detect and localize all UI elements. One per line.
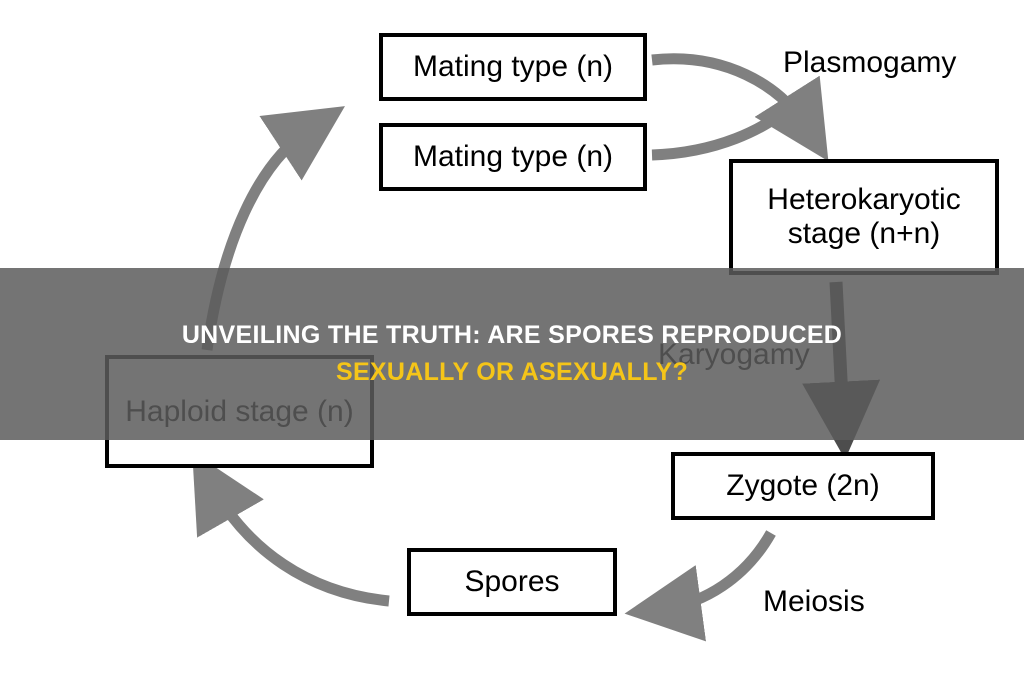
arrow-spores-to-haploid: [192, 451, 390, 607]
node-mating-type-1-label: Mating type (n): [412, 50, 614, 84]
arrow-zygote-to-spores: [624, 530, 776, 642]
node-zygote: Zygote (2n): [671, 452, 935, 520]
arrow-mating2-to-heterokaryotic: [651, 94, 804, 161]
node-spores-label: Spores: [464, 565, 560, 599]
node-zygote-label: Zygote (2n): [726, 469, 880, 503]
arrow-mating1-to-heterokaryotic: [651, 53, 829, 162]
node-spores: Spores: [407, 548, 617, 616]
label-plasmogamy: Plasmogamy: [783, 46, 957, 79]
node-mating-type-2-label: Mating type (n): [412, 140, 614, 174]
node-mating-type-2: Mating type (n): [379, 123, 647, 191]
node-mating-type-1: Mating type (n): [379, 33, 647, 101]
overlay-band: [0, 268, 1024, 440]
label-meiosis: Meiosis: [763, 585, 865, 618]
node-heterokaryotic-stage: Heterokaryotic stage (n+n): [729, 159, 999, 275]
node-heterokaryotic-stage-label: Heterokaryotic stage (n+n): [767, 183, 961, 250]
